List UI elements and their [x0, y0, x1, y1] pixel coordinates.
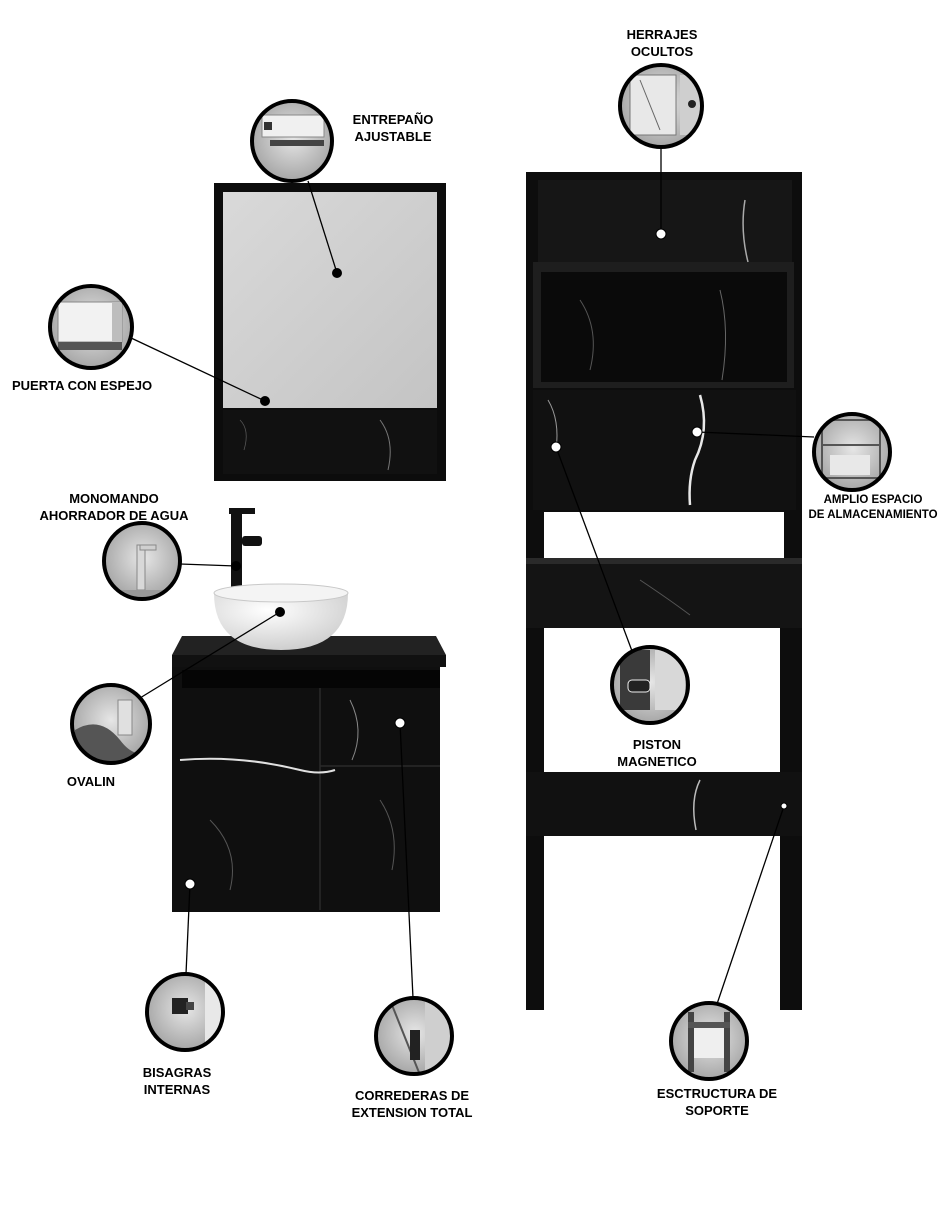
label-line: EXTENSION TOTAL [351, 1105, 473, 1120]
zoom-magnetic-piston [610, 645, 690, 725]
label-line: BISAGRAS [142, 1065, 212, 1080]
label-line: HERRAJES [626, 27, 698, 42]
label-line: ENTREPAÑO [352, 112, 434, 127]
label-ovalin: OVALIN [50, 773, 132, 790]
label-line: CORREDERAS DE [354, 1088, 470, 1103]
zoom-mirror-door [48, 284, 134, 370]
label-support-structure: ESCTRUCTURA DE SOPORTE [652, 1085, 782, 1119]
label-line: OCULTOS [630, 44, 694, 59]
zoom-support-structure [669, 1001, 749, 1081]
label-line: ESCTRUCTURA DE [656, 1086, 778, 1101]
zoom-storage-space [812, 412, 892, 492]
label-line: INTERNAS [143, 1082, 211, 1097]
label-hidden-hardware: HERRAJES OCULTOS [612, 26, 712, 60]
callout-lines [128, 147, 815, 1005]
zoom-ovalin [70, 683, 152, 765]
zoom-hidden-hardware [618, 63, 704, 149]
label-line: AJUSTABLE [354, 129, 432, 144]
label-faucet: MONOMANDO AHORRADOR DE AGUA [34, 490, 194, 524]
label-mirror-door: PUERTA CON ESPEJO [12, 377, 152, 394]
label-line: DE ALMACENAMIENTO [808, 509, 938, 521]
vanity-cabinet [172, 508, 446, 912]
label-line: MAGNETICO [617, 754, 697, 769]
label-storage-space: AMPLIO ESPACIO DE ALMACENAMIENTO [806, 493, 940, 523]
zoom-internal-hinges [145, 972, 225, 1052]
label-full-extension-slides: CORREDERAS DE EXTENSION TOTAL [347, 1087, 477, 1121]
zoom-faucet [102, 521, 182, 601]
callout-dots [184, 228, 788, 890]
tall-shelf-unit [526, 172, 802, 1010]
label-line: OVALIN [66, 774, 116, 789]
zoom-full-extension-slides [374, 996, 454, 1076]
label-adjustable-shelf: ENTREPAÑO AJUSTABLE [338, 111, 448, 145]
mirror-cabinet [214, 183, 446, 481]
label-magnetic-piston: PISTON MAGNETICO [605, 736, 709, 770]
label-line: PUERTA CON ESPEJO [12, 378, 153, 393]
label-line: PISTON [632, 737, 682, 752]
label-line: SOPORTE [685, 1103, 749, 1118]
label-internal-hinges: BISAGRAS INTERNAS [130, 1064, 224, 1098]
label-line: MONOMANDO [69, 491, 159, 506]
zoom-adjustable-shelf [250, 99, 334, 183]
label-line: AMPLIO ESPACIO [823, 494, 923, 506]
label-line: AHORRADOR DE AGUA [39, 508, 189, 523]
